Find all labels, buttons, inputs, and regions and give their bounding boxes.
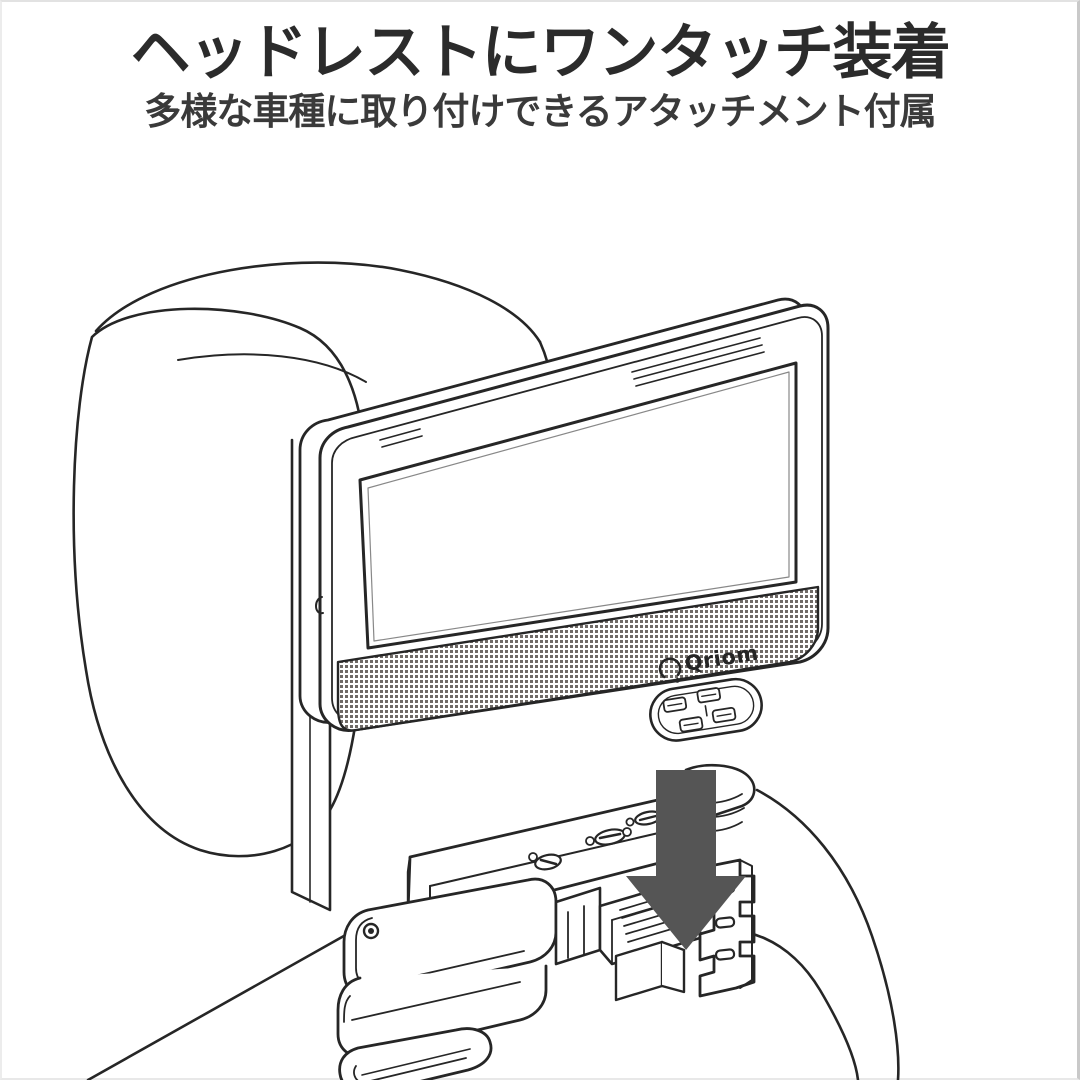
page-title: ヘッドレストにワンタッチ装着 — [130, 18, 952, 88]
control-button[interactable] — [662, 696, 688, 713]
clamp-arm-upper — [342, 877, 558, 1000]
pivot-bolt — [362, 922, 380, 940]
top-edge-vent-left — [379, 428, 423, 448]
control-button[interactable] — [696, 687, 722, 704]
speaker-grille — [336, 585, 820, 732]
clamp-foot-pad — [338, 1027, 493, 1080]
screw — [528, 852, 562, 871]
product-illustration: Qriom — [0, 150, 1080, 1080]
top-edge-vent — [631, 337, 765, 387]
control-button[interactable] — [711, 706, 737, 724]
control-pad[interactable] — [647, 675, 766, 744]
screw — [585, 827, 632, 846]
qriom-mark-icon — [658, 657, 682, 679]
install-direction-arrow-down-icon — [626, 770, 746, 950]
illustration-svg: Qriom — [72, 261, 900, 1080]
header-text-block: ヘッドレストにワンタッチ装着 多様な車種に取り付けできるアタッチメント付属 — [0, 22, 1080, 134]
control-button[interactable] — [678, 716, 704, 733]
bracket-joint-block — [554, 886, 602, 966]
page-subtitle: 多様な車種に取り付けできるアタッチメント付属 — [144, 90, 936, 133]
monitor-body: Qriom — [298, 297, 830, 744]
lcd-screen — [358, 361, 798, 650]
